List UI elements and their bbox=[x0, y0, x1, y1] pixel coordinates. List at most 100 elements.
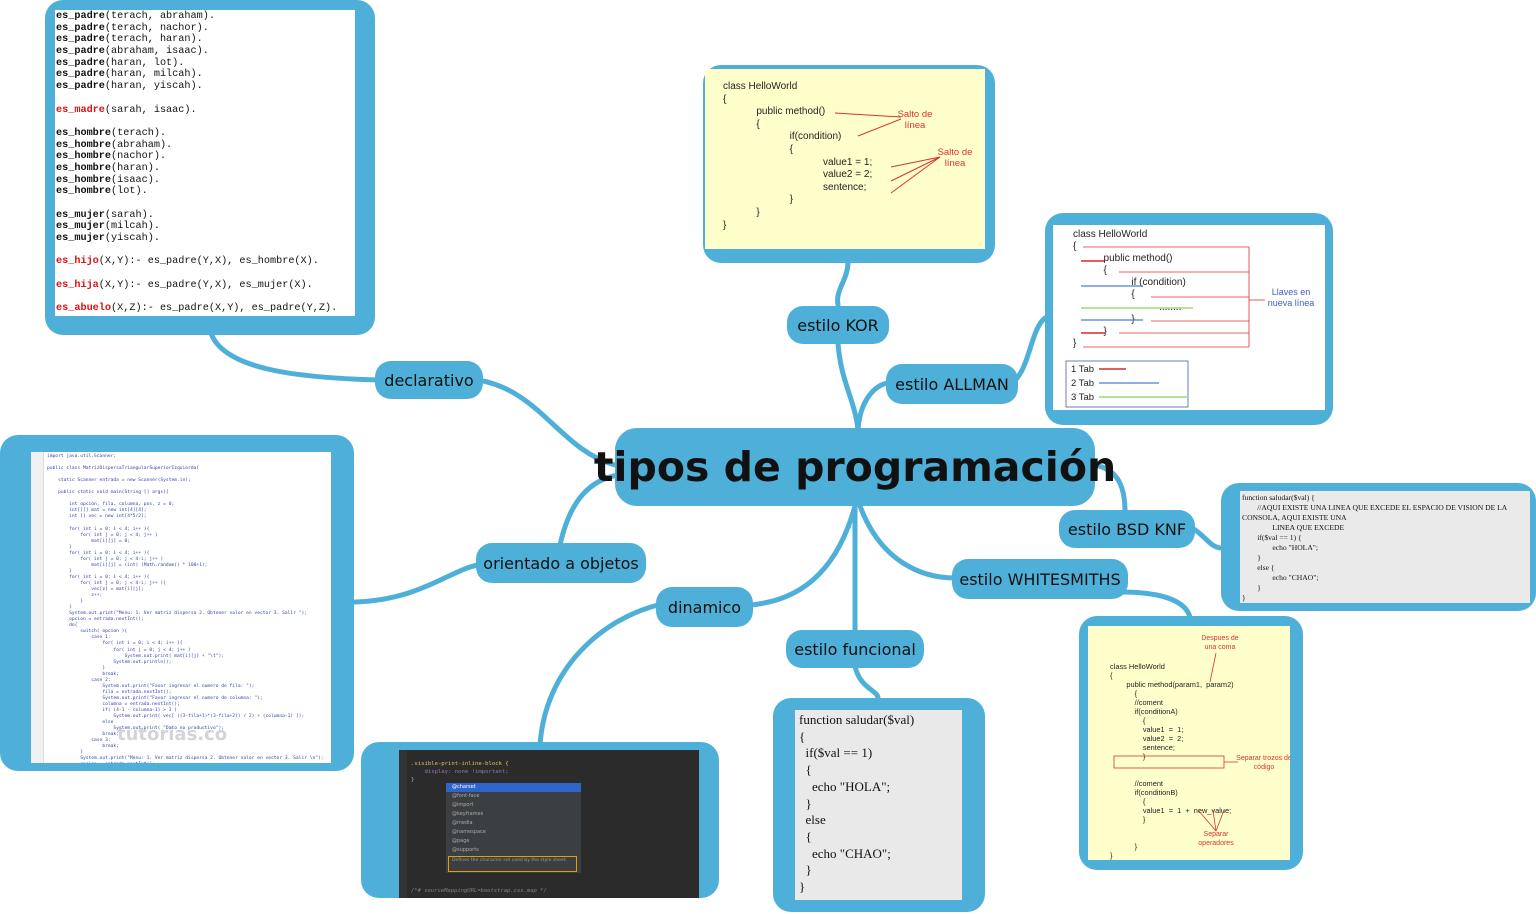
kor-note-2: Salto de línea bbox=[937, 147, 973, 169]
prolog-line: es_mujer(sarah). bbox=[56, 210, 355, 222]
whitesmiths-image-frame: class HelloWorld { public method(param1,… bbox=[1079, 616, 1303, 870]
bsd-code: function saludar($val) { //AQUI EXISTE U… bbox=[1242, 493, 1508, 602]
kor-code: class HelloWorld { public method() { if(… bbox=[723, 81, 873, 231]
prolog-predicate: es_mujer bbox=[56, 209, 105, 221]
prolog-line: es_hombre(lot). bbox=[56, 186, 355, 198]
prolog-predicate: es_hombre bbox=[56, 151, 112, 163]
prolog-line bbox=[56, 268, 355, 280]
prolog-args: (abraham, isaac). bbox=[104, 46, 209, 58]
prolog-predicate: es_hombre bbox=[56, 174, 112, 186]
prolog-line: es_mujer(yiscah). bbox=[56, 233, 355, 245]
prolog-args: (haran). bbox=[111, 162, 160, 174]
prolog-args: (terach, nachor). bbox=[104, 22, 209, 34]
prolog-line: es_hombre(haran). bbox=[56, 163, 355, 175]
branch-orientado-a-objetos[interactable]: orientado a objetos bbox=[476, 543, 646, 583]
allman-note: Llaves en nueva línea bbox=[1267, 287, 1315, 308]
autocomplete-item[interactable]: @page bbox=[452, 838, 470, 844]
prolog-line: es_madre(sarah, isaac). bbox=[56, 105, 355, 117]
funcional-image-frame: function saludar($val) { if($val == 1) {… bbox=[773, 698, 985, 912]
branch-estilo-bsd-knf[interactable]: estilo BSD KNF bbox=[1059, 510, 1195, 548]
editor-line-3: } bbox=[411, 777, 415, 783]
funcional-code-image: function saludar($val) { if($val == 1) {… bbox=[795, 710, 962, 900]
prolog-predicate: es_hombre bbox=[56, 127, 112, 139]
prolog-line: es_padre(abraham, isaac). bbox=[56, 46, 355, 58]
bsd-image: function saludar($val) { //AQUI EXISTE U… bbox=[1240, 491, 1530, 603]
orientado-image-frame: import java.util.Scanner; public class M… bbox=[0, 435, 354, 771]
allman-legend-1: 1 Tab bbox=[1071, 364, 1095, 375]
prolog-predicate: es_hijo bbox=[56, 256, 99, 268]
branch-dinamico[interactable]: dinamico bbox=[656, 587, 753, 627]
prolog-args: (X,Y):- es_padre(Y,X), es_mujer(X). bbox=[98, 279, 313, 291]
autocomplete-item[interactable]: @media bbox=[452, 820, 473, 826]
editor-line-2: display: none !important; bbox=[411, 769, 509, 775]
allman-code: class HelloWorld { public method() { if … bbox=[1073, 229, 1186, 349]
prolog-line: es_hombre(isaac). bbox=[56, 175, 355, 187]
bsd-image-frame: function saludar($val) { //AQUI EXISTE U… bbox=[1221, 483, 1536, 611]
kor-image-frame: class HelloWorld { public method() { if(… bbox=[703, 65, 995, 263]
prolog-args: (haran, lot). bbox=[104, 57, 185, 69]
prolog-predicate: es_padre bbox=[56, 57, 105, 69]
autocomplete-item[interactable]: @font-face bbox=[452, 793, 480, 799]
prolog-args: (haran, yiscah). bbox=[104, 81, 203, 93]
prolog-predicate: es_padre bbox=[56, 34, 105, 46]
prolog-args: (yiscah). bbox=[104, 233, 160, 245]
whitesmiths-code: class HelloWorld { public method(param1,… bbox=[1110, 662, 1234, 860]
allman-legend-2: 2 Tab bbox=[1071, 378, 1095, 389]
kor-note-1: Salto de línea bbox=[897, 109, 933, 131]
watermark: tutorias.co bbox=[117, 724, 228, 745]
branch-estilo-allman[interactable]: estilo ALLMAN bbox=[886, 364, 1018, 404]
prolog-predicate: es_abuelo bbox=[56, 303, 112, 315]
dinamico-image-frame: .visible-print-inline-block { display: n… bbox=[361, 742, 719, 898]
branch-estilo-whitesmiths[interactable]: estilo WHITESMITHS bbox=[952, 559, 1128, 599]
prolog-code-image: es_padre(terach, abraham).es_padre(terac… bbox=[55, 10, 355, 316]
prolog-args: (milcah). bbox=[104, 221, 160, 233]
autocomplete-item[interactable]: @supports bbox=[452, 847, 479, 853]
prolog-line bbox=[56, 93, 355, 105]
prolog-predicate: es_padre bbox=[56, 69, 105, 81]
prolog-args: (terach, haran). bbox=[104, 34, 203, 46]
allman-legend-3: 3 Tab bbox=[1071, 392, 1095, 403]
prolog-args: (haran, milcah). bbox=[104, 69, 203, 81]
prolog-predicate: es_mujer bbox=[56, 221, 105, 233]
autocomplete-item[interactable]: @import bbox=[452, 802, 474, 808]
autocomplete-item[interactable]: @charset bbox=[446, 783, 581, 792]
prolog-line: es_padre(haran, milcah). bbox=[56, 69, 355, 81]
editor-line-1: .visible-print-inline-block { bbox=[411, 761, 509, 767]
branch-estilo-funcional[interactable]: estilo funcional bbox=[786, 630, 924, 668]
prolog-predicate: es_padre bbox=[56, 46, 105, 58]
prolog-args: (X,Z):- es_padre(X,Y), es_padre(Y,Z). bbox=[111, 303, 338, 315]
prolog-args: (terach, abraham). bbox=[104, 11, 215, 22]
branch-declarativo[interactable]: declarativo bbox=[375, 361, 483, 399]
prolog-line: es_hijo(X,Y):- es_padre(Y,X), es_hombre(… bbox=[56, 256, 355, 268]
allman-guides bbox=[1065, 246, 1265, 408]
prolog-line bbox=[56, 245, 355, 257]
prolog-code: es_padre(terach, abraham).es_padre(terac… bbox=[55, 10, 355, 315]
prolog-line: es_padre(terach, nachor). bbox=[56, 23, 355, 35]
whitesmiths-marks bbox=[1113, 652, 1238, 832]
autocomplete-item[interactable]: @namespace bbox=[452, 829, 486, 835]
editor-footer: /*# sourceMappingURL=bootstrap.css.map *… bbox=[411, 888, 547, 894]
whitesmiths-image: class HelloWorld { public method(param1,… bbox=[1088, 626, 1290, 860]
prolog-line bbox=[56, 292, 355, 304]
prolog-line: es_padre(terach, haran). bbox=[56, 34, 355, 46]
prolog-line: es_hombre(terach). bbox=[56, 128, 355, 140]
autocomplete-hint: Defines the character set used by the st… bbox=[448, 856, 577, 872]
prolog-line: es_hombre(abraham). bbox=[56, 140, 355, 152]
prolog-predicate: es_hombre bbox=[56, 186, 112, 198]
autocomplete-popup[interactable]: @charset@font-face @import @keyframes @medi… bbox=[446, 783, 581, 873]
prolog-line: es_padre(haran, lot). bbox=[56, 58, 355, 70]
prolog-line: es_padre(haran, yiscah). bbox=[56, 81, 355, 93]
prolog-line: es_hija(X,Y):- es_padre(Y,X), es_mujer(X… bbox=[56, 280, 355, 292]
prolog-args: (isaac). bbox=[111, 174, 160, 186]
central-topic[interactable]: tipos de programación bbox=[594, 428, 1116, 506]
css-editor-image: .visible-print-inline-block { display: n… bbox=[399, 750, 699, 898]
autocomplete-item[interactable]: @keyframes bbox=[452, 811, 484, 817]
kor-image: class HelloWorld { public method() { if(… bbox=[705, 69, 985, 249]
allman-image-frame: class HelloWorld { public method() { if … bbox=[1045, 213, 1333, 425]
funcional-code: function saludar($val) { if($val == 1) {… bbox=[799, 712, 915, 895]
prolog-predicate: es_padre bbox=[56, 11, 105, 22]
branch-estilo-kor[interactable]: estilo KOR bbox=[787, 306, 889, 344]
whitesmiths-note-top: Despues de una coma bbox=[1201, 635, 1239, 651]
allman-image: class HelloWorld { public method() { if … bbox=[1053, 225, 1325, 410]
prolog-predicate: es_padre bbox=[56, 22, 105, 34]
